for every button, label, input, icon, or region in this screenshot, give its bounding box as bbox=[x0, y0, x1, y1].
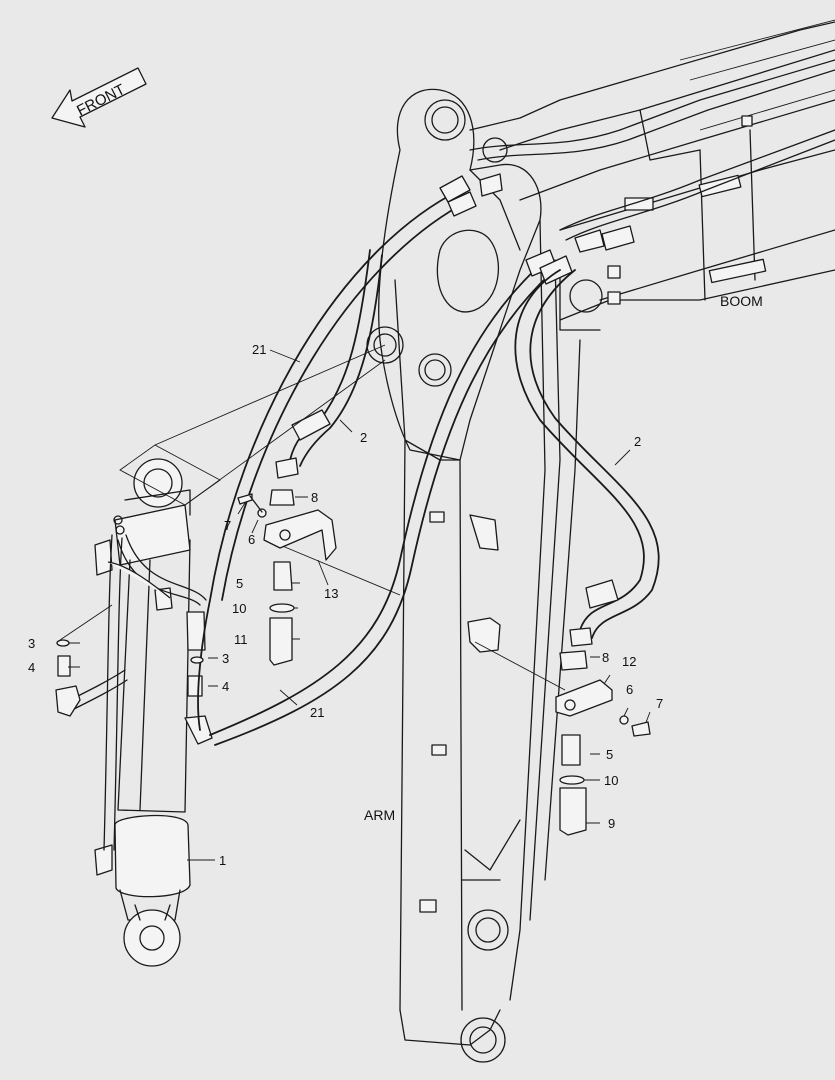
callout-21-lower: 21 bbox=[310, 705, 324, 720]
callout-21-upper: 21 bbox=[252, 342, 266, 357]
callout-3-right: 3 bbox=[222, 651, 229, 666]
front-arrow-icon: FRONT bbox=[51, 67, 147, 128]
callout-6-left: 6 bbox=[248, 532, 255, 547]
leader-lines bbox=[59, 344, 651, 861]
callout-2-right: 2 bbox=[634, 434, 641, 449]
callout-12: 12 bbox=[622, 654, 636, 669]
hose-2-left bbox=[275, 249, 383, 479]
callout-numbers: 1 2 2 3 3 4 4 5 5 6 6 7 7 8 8 9 10 10 11… bbox=[28, 342, 663, 868]
callout-1: 1 bbox=[219, 853, 226, 868]
callout-2-left: 2 bbox=[360, 430, 367, 445]
callout-4-left: 4 bbox=[28, 660, 35, 675]
arm-structure bbox=[366, 88, 581, 1063]
cylinder-side-fittings bbox=[56, 639, 204, 664]
arm-label: ARM bbox=[364, 807, 395, 823]
callout-8-left: 8 bbox=[311, 490, 318, 505]
callout-5-left: 5 bbox=[236, 576, 243, 591]
callout-10-right: 10 bbox=[604, 773, 618, 788]
callout-5-right: 5 bbox=[606, 747, 613, 762]
parts-left-stack bbox=[107, 489, 337, 666]
boom-pipes bbox=[469, 59, 835, 253]
hose-21 bbox=[197, 175, 573, 746]
callout-3-left: 3 bbox=[28, 636, 35, 651]
callout-7-left: 7 bbox=[224, 518, 231, 533]
hose-2-right bbox=[514, 269, 660, 647]
arm-cylinder bbox=[94, 458, 191, 967]
callout-11: 11 bbox=[234, 632, 248, 647]
callout-6-right: 6 bbox=[626, 682, 633, 697]
parts-right-stack bbox=[555, 650, 651, 836]
boom-label: BOOM bbox=[720, 293, 763, 309]
callout-8-right: 8 bbox=[602, 650, 609, 665]
callout-4-right: 4 bbox=[222, 679, 229, 694]
boom-structure bbox=[469, 19, 835, 331]
callout-13: 13 bbox=[324, 586, 338, 601]
callout-9: 9 bbox=[608, 816, 615, 831]
callout-10-left: 10 bbox=[232, 601, 246, 616]
callout-7-right: 7 bbox=[656, 696, 663, 711]
